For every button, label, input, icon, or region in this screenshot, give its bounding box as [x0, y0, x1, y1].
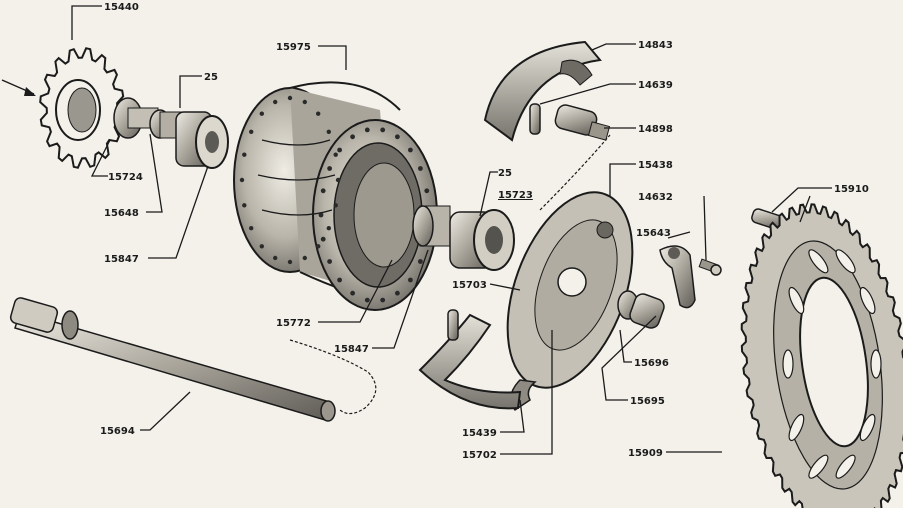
label-bolts: 15910: [834, 184, 869, 195]
label-seal-right: 15847: [334, 344, 369, 355]
spoke-hole: [302, 99, 307, 105]
spoke-hole: [395, 134, 400, 140]
label-hub-spacer: 15772: [276, 318, 311, 329]
wheel-hub: [233, 81, 438, 311]
spoke-hole: [380, 297, 386, 303]
spoke-hole: [242, 203, 247, 208]
label-backplate-pivot: 15703: [452, 280, 487, 291]
spoke-hole: [380, 127, 386, 133]
spoke-hole: [327, 166, 332, 171]
spoke-hole: [318, 212, 324, 218]
label-bearing-left: 15648: [104, 208, 139, 219]
label-seal-ring: 15723: [498, 190, 533, 201]
label-cam-lever: 15643: [636, 228, 671, 239]
spoke-hole: [418, 259, 423, 264]
label-bearing-upper: 25: [204, 72, 218, 83]
spoke-hole: [350, 134, 355, 140]
label-axle: 15694: [100, 426, 135, 437]
label-bearing-right: 25: [498, 168, 512, 179]
label-spacer-left: 15724: [108, 172, 143, 183]
spoke-hole: [287, 95, 293, 101]
sprocket-slot: [788, 413, 805, 442]
sprocket-slot: [859, 286, 876, 315]
label-pin: 14639: [638, 80, 673, 91]
spring-wire-upper: [539, 134, 611, 211]
axle: [9, 297, 336, 422]
pin: [529, 103, 541, 135]
brake-shoe-bottom: [418, 313, 522, 410]
spoke-hole: [320, 188, 326, 194]
spoke-hole: [418, 166, 423, 171]
spoke-hole: [239, 177, 245, 183]
spoke-hole: [302, 255, 307, 261]
sprocket-slot: [788, 286, 805, 315]
spoke-hole: [326, 226, 331, 231]
sprocket-slot: [782, 349, 794, 379]
sprocket-slot: [835, 454, 856, 479]
spoke-hole: [259, 244, 264, 249]
spoke-hole: [337, 147, 342, 153]
label-sprocket-small: 15440: [104, 2, 139, 13]
label-backplate: 15438: [638, 160, 673, 171]
cam-and-bush: [617, 290, 665, 329]
spoke-hole: [333, 203, 338, 208]
rear-sprocket: [740, 203, 903, 508]
spoke-hole: [273, 255, 278, 261]
spoke-hole: [364, 297, 370, 303]
pin-lower: [447, 309, 459, 341]
spoke-hole: [395, 290, 400, 296]
small-sprocket: [39, 47, 125, 169]
label-cam-bush: 15696: [634, 358, 669, 369]
label-rear-sprocket: 15909: [628, 448, 663, 459]
spoke-hole: [316, 111, 321, 116]
sprocket-slot: [835, 249, 856, 274]
spoke-hole: [259, 111, 264, 116]
spoke-hole: [316, 244, 321, 249]
label-hub: 15975: [276, 42, 311, 53]
left-bearing-assembly: [113, 97, 183, 139]
label-adjuster: 14898: [638, 124, 673, 135]
label-brake-shoe-bottom: 15439: [462, 428, 497, 439]
label-brake-shoe-top: 14843: [638, 40, 673, 51]
spoke-hole: [408, 147, 413, 153]
spoke-hole: [249, 226, 254, 231]
callout-labels: 15440 15975 14843 14639 14898 25 15724 1…: [100, 2, 869, 461]
brake-shoe-top: [483, 40, 602, 142]
spoke-hole: [337, 277, 342, 283]
label-backplate-lower: 15702: [462, 450, 497, 461]
adjuster: [554, 104, 611, 141]
sprocket-slot: [859, 413, 876, 442]
label-cam-lever-bolt: 14632: [638, 192, 673, 203]
left-seal: [175, 111, 229, 169]
cam-lever: [659, 245, 696, 309]
sprocket-slot: [808, 249, 829, 274]
spoke-hole: [408, 277, 413, 283]
spoke-hole: [333, 152, 338, 157]
right-bearing: [412, 205, 515, 271]
spoke-hole: [273, 99, 278, 105]
spring-wire: [289, 339, 377, 415]
spoke-hole: [320, 236, 326, 242]
spoke-hole: [249, 129, 254, 134]
spoke-hole: [364, 127, 370, 133]
spoke-hole: [326, 129, 331, 134]
cam-lever-bolt: [698, 258, 722, 276]
leader-lines: [71, 5, 832, 455]
spoke-hole: [242, 152, 247, 157]
label-seal-left: 15847: [104, 254, 139, 265]
sprocket-slot: [870, 349, 882, 379]
sprocket-slot: [808, 454, 829, 479]
spoke-hole: [327, 259, 332, 264]
spoke-hole: [287, 259, 293, 265]
spoke-hole: [335, 177, 341, 183]
spoke-hole: [350, 290, 355, 296]
arrow-icon: [1, 79, 36, 96]
spoke-hole: [424, 188, 430, 194]
label-cam: 15695: [630, 396, 665, 407]
